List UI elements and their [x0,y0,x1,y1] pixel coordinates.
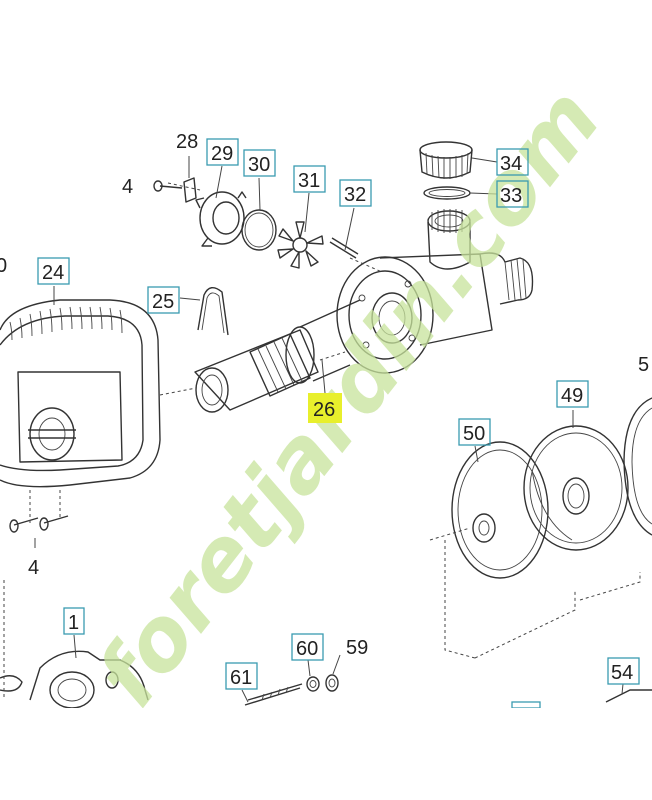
callout-partial-box [511,701,541,709]
part-29-cover [195,191,247,247]
part-25-clip [197,287,229,336]
callout-labels: 4 28 29 30 31 32 34 33 24 0 25 26 49 50 … [0,131,649,709]
leader-lines [34,156,624,703]
part-50-disc [451,441,549,579]
part-59-washer [325,674,339,692]
callout-32: 32 [344,184,366,206]
screw-4-lower [9,515,69,533]
callout-1-box [63,607,85,635]
bottom-margin [0,708,652,800]
callout-33: 33 [500,185,522,207]
part-31-impeller [277,221,324,269]
part-61-rod [244,683,303,706]
callout-30-box [243,149,276,177]
callout-61-box [225,662,258,690]
part-60-nut [306,676,320,692]
callout-29-box [206,138,239,166]
callout-1: 1 [68,612,79,634]
callout-30: 30 [248,154,270,176]
callout-54-box [607,657,640,685]
part-5x-disc-partial [623,397,652,536]
part-26-filter-tube [194,299,361,413]
callout-26: 26 [313,399,335,421]
callout-33-box [496,180,529,208]
callout-60-box [291,633,324,661]
part-30-oring [241,209,277,251]
callout-29: 29 [211,143,233,165]
callout-25: 25 [152,291,174,313]
callout-5-partial: 5 [638,354,649,376]
callout-49: 49 [561,385,583,407]
part-24-handle [0,299,161,488]
callout-32-box [339,179,372,207]
part-54-partial [605,689,652,703]
callout-54: 54 [611,662,633,684]
part-28-bracket [153,177,197,203]
callout-4-lower: 4 [28,557,39,579]
callout-28: 28 [176,131,198,153]
callout-4-upper: 4 [122,176,133,198]
callout-34: 34 [500,153,522,175]
pump-manifold-body [336,209,534,374]
callout-31-box [293,165,326,193]
callout-31: 31 [298,170,320,192]
callout-59: 59 [346,637,368,659]
alignment-lines [3,182,641,700]
part-34-cap [419,141,473,179]
part-32-pin [329,237,359,259]
callout-24: 24 [42,262,64,284]
callout-26-highlight [308,393,342,423]
callout-50: 50 [463,423,485,445]
callout-34-box [496,148,529,176]
callout-49-box [556,380,589,408]
part-49-diffuser [523,425,629,551]
callout-61: 61 [230,667,252,689]
callout-25-box [147,286,180,314]
callout-50-box [458,418,491,446]
callout-60: 60 [296,638,318,660]
callout-24-box [37,257,70,285]
callout-0-partial: 0 [0,255,7,277]
